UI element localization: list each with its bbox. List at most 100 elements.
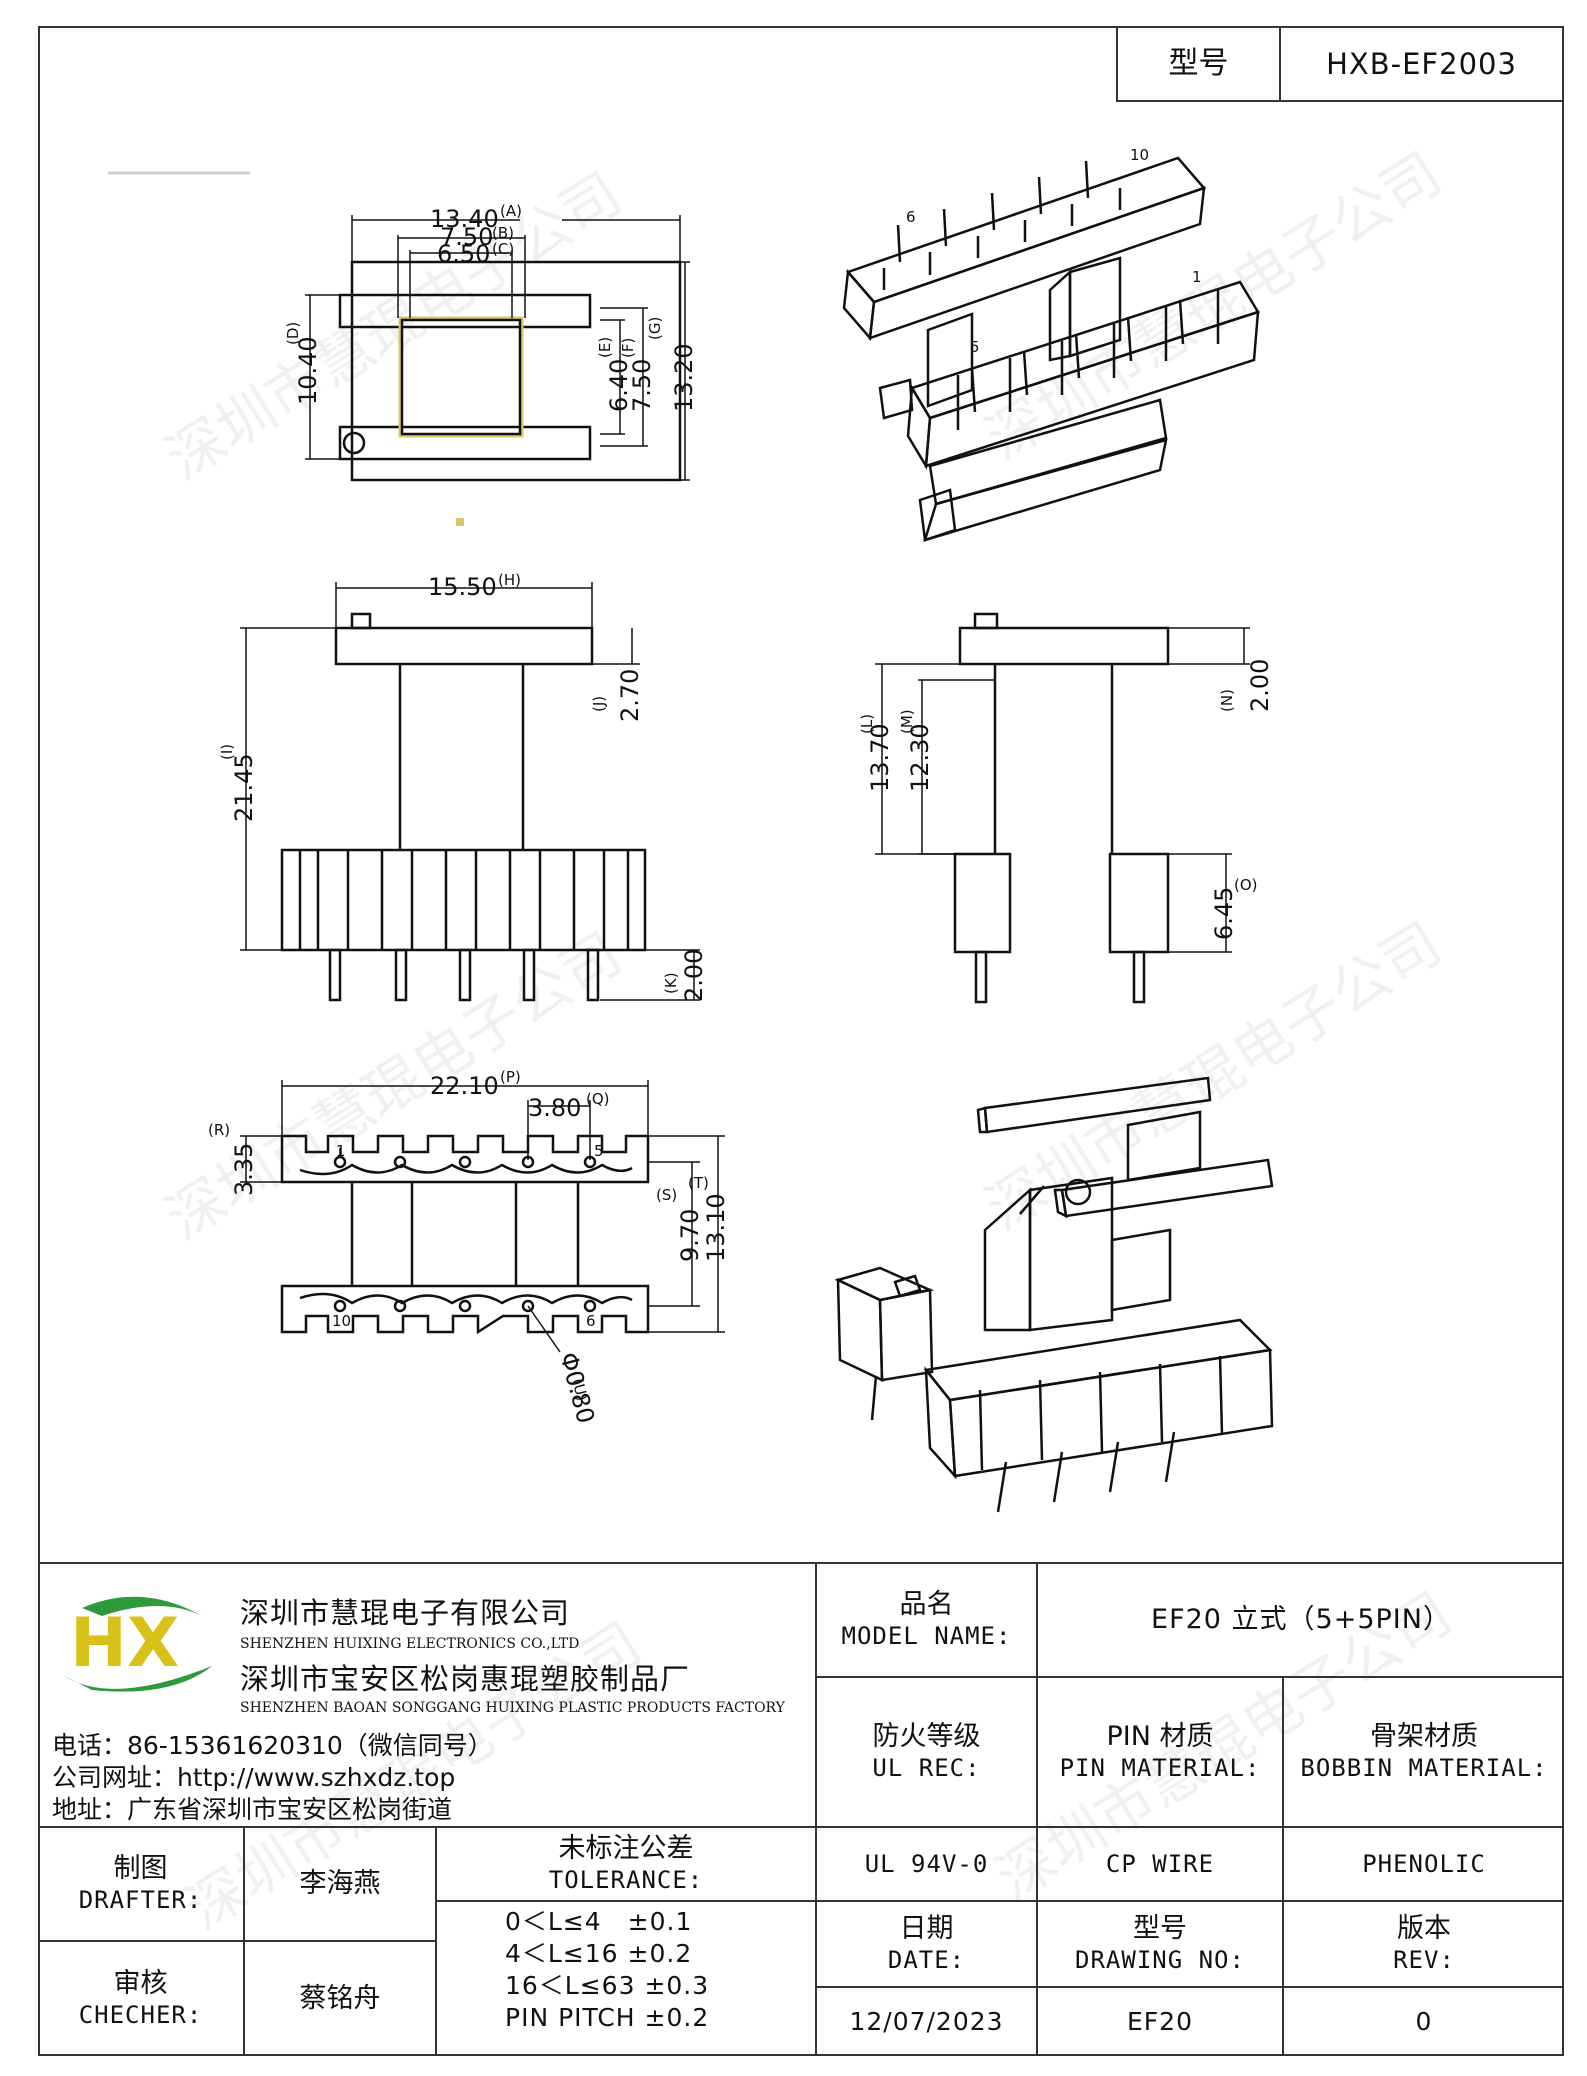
tolerance-line: PIN PITCH ±0.2 [505,2003,710,2032]
tolerance-label: 未标注公差 TOLERANCE: [548,1833,704,1894]
tolerance-list: 0＜L≤4 ±0.1 4＜L≤16 ±0.2 16＜L≤63 ±0.3 PIN … [505,1906,805,2034]
side-leg-left [953,852,1012,954]
dim-s: 9.70 [676,1209,704,1262]
dim-f-ref: (F) [619,338,637,358]
company-website: 公司网址：http://www.szhxdz.top [52,1763,456,1792]
header-model-value-cell: HXB-EF2003 [1279,26,1564,102]
side-view [875,612,1250,1004]
dim-t-ref: (T) [688,1174,709,1192]
iso-pin-5: 5 [970,338,980,356]
dim-o-ref: (O) [1234,876,1258,894]
iso-pin-10: 10 [1130,146,1149,164]
dim-b-ref: (B) [492,224,514,242]
dim-e-ref: (E) [596,337,614,358]
iso-view-bottom [834,1076,1274,1513]
iso-pin-6: 6 [906,208,916,226]
front-top-flange [334,626,594,666]
dim-i: 21.45 [230,753,258,822]
bottom-view [240,1080,725,1353]
dim-g-ref: (G) [646,317,664,340]
ul-rec-value: UL 94V-0 [864,1849,989,1878]
model-name-value: EF20 立式（5+5PIN） [1151,1603,1451,1635]
top-view-flange-top [338,293,592,329]
checker-value: 蔡铭舟 [299,1982,381,2014]
side-top-flange [958,626,1170,666]
dim-q: 3.80 [528,1094,581,1122]
dim-r-ref: (R) [208,1121,230,1139]
top-view-body [350,260,682,482]
bobbin-material-value: PHENOLIC [1362,1849,1486,1878]
dim-c: 6.50 [437,240,490,268]
tolerance-line: 16＜L≤63 ±0.3 [505,1971,710,2000]
dim-g: 13.20 [670,343,698,412]
top-view-flange-bottom [338,425,592,461]
dim-m-ref: (M) [898,709,916,734]
date-value: 12/07/2023 [849,2007,1004,2036]
logo-letters: HX [70,1604,179,1683]
top-view-core-window-inner [400,318,522,436]
bobbin-material-label: 骨架材质 BOBBIN MATERIAL: [1300,1721,1548,1782]
drawing-no-label: 型号 DRAWING NO: [1075,1913,1245,1974]
dim-n: 2.00 [1246,659,1274,712]
dim-j-ref: (J) [590,696,608,712]
iso-pin-1: 1 [1192,268,1202,286]
checker-label: 审核 CHECHER: [78,1968,203,2029]
header-model-value: HXB-EF2003 [1326,46,1517,81]
front-base [280,848,647,952]
drawing-sheet [38,26,1564,2056]
date-label: 日期 DATE: [887,1913,966,1974]
dim-l-ref: (L) [858,714,876,734]
top-view-core-window [398,316,524,438]
company-name-en: SHENZHEN HUIXING ELECTRONICS CO.,LTD [240,1636,580,1652]
dim-m: 12.30 [906,723,934,792]
company-phone: 电话：86-15361620310（微信同号） [52,1731,493,1760]
tolerance-line: 0＜L≤4 ±0.1 [505,1907,693,1936]
company-name-cn: 深圳市慧琨电子有限公司 [240,1596,571,1630]
drawing-no-value: EF20 [1127,2007,1193,2036]
dim-d: 10.40 [294,336,322,405]
drafter-label: 制图 DRAFTER: [78,1853,203,1914]
bottom-pin-1: 1 [336,1142,346,1160]
company-logo: HX [52,1586,224,1704]
dim-p: 22.10 [430,1072,499,1100]
dim-b: 7.50 [440,223,493,251]
dim-i-ref: (I) [218,744,236,760]
drafter-value: 李海燕 [299,1867,381,1899]
front-top-stub [350,612,372,630]
iso-view-top [842,156,1260,542]
ul-rec-label: 防火等级 UL REC: [872,1721,981,1782]
dim-s-ref: (S) [656,1186,677,1204]
front-view [240,582,700,1002]
dim-k: 2.00 [680,949,708,1002]
dim-c-ref: (C) [492,240,514,258]
pin1-mark [342,431,366,455]
rev-value: 0 [1415,2007,1433,2036]
header-model-label-cell: 型号 [1116,26,1281,102]
dim-l: 13.70 [866,723,894,792]
pin-material-label: PIN 材质 PIN MATERIAL: [1059,1721,1261,1782]
bottom-pin-6: 6 [586,1312,596,1330]
dim-q-ref: (Q) [586,1090,610,1108]
side-leg-right [1108,852,1170,954]
header-model-label: 型号 [1168,46,1229,81]
dim-a-ref: (A) [500,202,522,220]
dim-r: 3.35 [230,1143,258,1196]
factory-name-en: SHENZHEN BAOAN SONGGANG HUIXING PLASTIC … [240,1700,785,1716]
dim-p-ref: (P) [500,1068,521,1086]
tolerance-line: 4＜L≤16 ±0.2 [505,1939,693,1968]
rev-label: 版本 REV: [1393,1913,1455,1974]
dim-d-ref: (D) [284,322,302,345]
dim-o: 6.45 [1210,887,1238,940]
top-view [305,215,690,526]
pin-material-value: CP WIRE [1105,1849,1215,1878]
dim-h: 15.50 [428,573,497,601]
bottom-pin-5: 5 [594,1142,604,1160]
dim-n-ref: (N) [1218,689,1236,712]
dim-f: 7.50 [628,359,656,412]
dim-u-ref: (U) [568,1376,591,1403]
dim-t: 13.10 [702,1193,730,1262]
factory-name-cn: 深圳市宝安区松岗惠琨塑胶制品厂 [240,1662,691,1696]
dim-a: 13.40 [430,205,499,233]
model-name-label: 品名 MODEL NAME: [841,1589,1012,1650]
dim-j: 2.70 [616,669,644,722]
